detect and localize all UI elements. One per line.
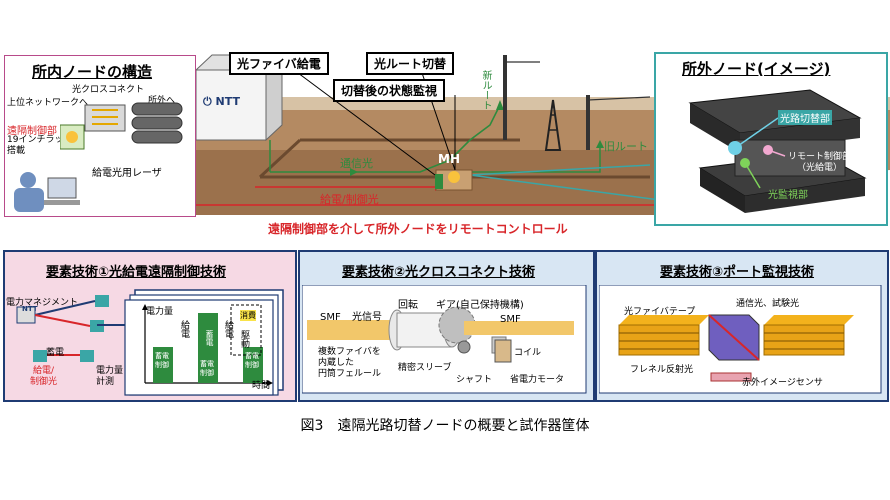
route-switch-callout: 光ルート切替 [366,52,455,75]
bar-label-1: 蓄電 制御 [155,352,169,369]
charge-label: 蓄電 [46,348,65,358]
optical-cross-connect-label: 光クロスコネクト [72,85,145,95]
outside-node-title: 所外ノード(イメージ) [682,60,831,78]
ferrule-label: 複数ファイバを 内蔵した 円筒フェルール [318,347,382,379]
x-axis-label: 時間 [252,381,271,391]
feed2-label: 給電 [223,320,233,338]
ground-lower [190,150,660,215]
consume-label: 消費 [240,310,256,321]
cross-connect-drawing [60,102,183,150]
power-control-light-label: 給電/制御光 [320,193,379,206]
coil-label: コイル [514,348,542,358]
power-measure-label: 電力量 計測 [96,366,124,387]
figure-caption: 図3 遠隔光路切替ノードの概要と試作器筐体 [300,418,590,434]
panel2-title: 要素技術②光クロスコネクト技術 [342,265,536,280]
signal-line [270,104,501,173]
status-monitoring-callout: 切替後の状態監視 [333,79,446,102]
optical-monitor-label: 光監視部 [768,190,808,201]
fiber-tape-label: 光ファイバテープ [624,307,696,317]
stored-label: 蓄電 [205,330,214,346]
gear-label: ギア(自己保持機構) [436,300,524,311]
power-laser-label: 給電光用レーザ [92,168,162,179]
smf-left-label: SMF [320,312,341,323]
ntt-building [195,69,267,141]
ntt-logo: ⏻ NTT [203,95,240,108]
feed-control-light-label: 給電/ 制御光 [30,366,58,387]
new-route-label: 新ルート [480,70,491,110]
signal-light-label: 通信光 [340,157,373,170]
power-management-label: 電力マネジメント [6,298,79,308]
to-outside-label: 所外へ [148,96,176,106]
old-route-label: 旧ルート [604,140,648,153]
person-at-computer-icon [14,172,80,212]
remote-control-caption: 遠隔制御部を介して所外ノードをリモートコントロール [268,222,568,236]
inner-node-title: 所内ノードの構造 [32,63,153,81]
smf-right-label: SMF [500,314,521,325]
fiber-power-feed-callout: 光ファイバ給電 [229,52,329,75]
ntt-logo-text: NTT [215,95,240,108]
fresnel-label: フレネル反射光 [630,365,694,375]
panel3-title: 要素技術③ポート監視技術 [660,265,815,280]
mh-label: MH [438,152,460,166]
bar-label-2: 蓄電 制御 [200,360,214,377]
port-monitor-diagram [599,285,882,394]
signal-test-label: 通信光、試験光 [736,299,800,309]
rack-mounted-label: 19インチラックに 搭載 [7,135,82,156]
panel1-ntt-label: NTT [22,305,38,313]
remote-control-part-label: リモート制御部 （光給電） [788,152,852,173]
ir-sensor-label: 赤外イメージセンサ [742,378,823,388]
optical-path-switch-label: 光路切替部 [778,110,832,125]
cross-connect-mechanism [302,285,587,394]
to-upper-network-label: 上位ネットワークへ [7,98,89,108]
sleeve-label: 精密スリーブ [398,363,452,373]
panel1-title: 要素技術①光給電遠隔制御技術 [46,265,227,280]
motor-label: 省電力モータ [510,375,565,385]
light-signal-label: 光信号 [352,312,382,323]
shaft-label: シャフト [456,375,493,385]
remote-control-unit-label: 遠隔制御部 [7,126,57,137]
rotation-label: 回転 [398,300,418,311]
radio-tower [544,99,562,151]
bar-label-3: 蓄電 制御 [245,352,259,369]
drive-label: 駆動 [239,330,249,348]
y-axis-label: 電力量 [146,307,174,317]
feed1-label: 給電 [179,320,189,338]
